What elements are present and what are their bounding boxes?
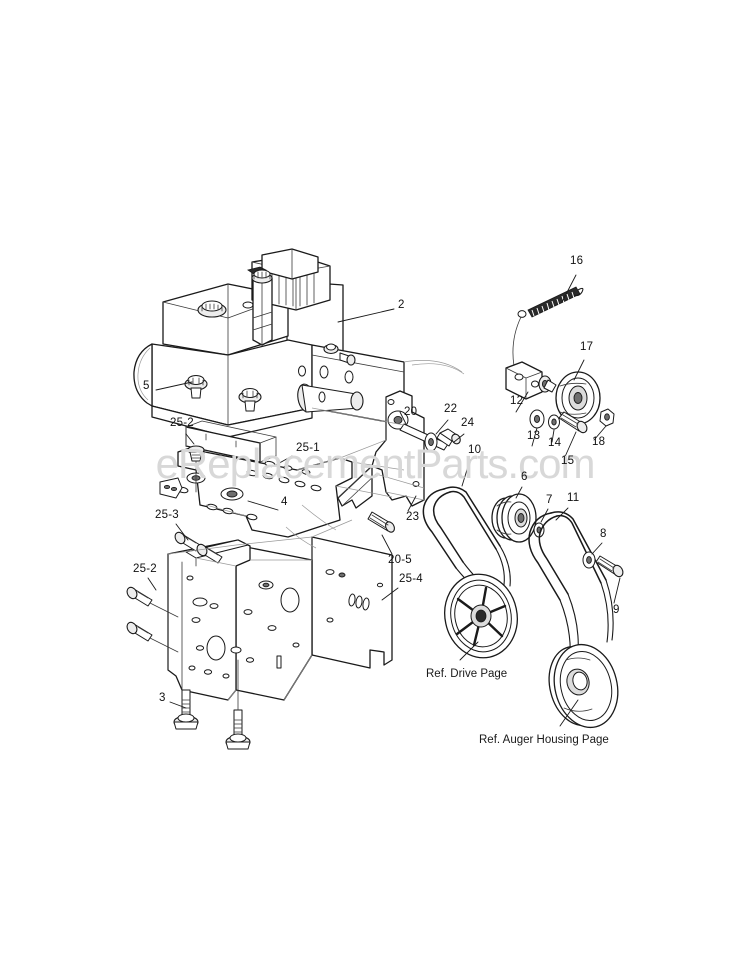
callout-23: 23 <box>406 511 420 523</box>
callout-13: 13 <box>527 430 541 442</box>
callout-25-1: 25-1 <box>296 442 320 454</box>
callout-12: 12 <box>510 395 524 407</box>
callout-8: 8 <box>600 528 607 540</box>
callout-6: 6 <box>521 471 528 483</box>
fastener-22-24 <box>424 428 461 452</box>
callout-3: 3 <box>159 692 166 704</box>
belt-cover-bracket-group <box>337 390 449 509</box>
fastener-20-5 <box>367 511 395 533</box>
callout-25-4: 25-4 <box>399 573 423 585</box>
leader-lines <box>147 274 621 727</box>
ref-drive-page-label: Ref. Drive Page <box>426 668 508 680</box>
callout-25-2-lower: 25-2 <box>133 563 157 575</box>
engine-mount-foot-right <box>238 388 262 412</box>
callout-16: 16 <box>570 255 584 267</box>
callout-25-3: 25-3 <box>155 509 179 521</box>
callout-15: 15 <box>561 455 575 467</box>
fastener-25-2-upper <box>187 445 205 493</box>
mount-plate-holes <box>177 460 322 521</box>
bolt-9 <box>595 555 624 578</box>
drive-belt-10 <box>422 486 511 597</box>
engine-mount-plate-group <box>159 420 353 538</box>
construction-lines <box>167 360 465 701</box>
fastener-3-left <box>173 689 199 730</box>
engine-assembly-group <box>133 248 405 438</box>
drive-pulley-wheel <box>444 573 518 659</box>
callout-18: 18 <box>592 436 606 448</box>
callout-7: 7 <box>546 494 553 506</box>
callout-20: 20 <box>404 406 418 418</box>
callout-2: 2 <box>398 299 405 311</box>
ref-auger-housing-page-label: Ref. Auger Housing Page <box>479 734 609 746</box>
engine-drive-pulley-6 <box>491 493 537 543</box>
idler-bracket-12 <box>505 361 557 400</box>
fastener-25-2-lower-b <box>126 621 179 653</box>
idler-pulley-17 <box>555 371 601 425</box>
fastener-25-2-lower-a <box>126 586 179 618</box>
callout-24: 24 <box>461 417 475 429</box>
fastener-25-3 <box>174 531 223 564</box>
washer-8 <box>582 551 596 569</box>
auger-belt-11 <box>528 511 614 661</box>
nut-18 <box>599 408 615 427</box>
callout-11: 11 <box>567 492 580 504</box>
frame-lower-assembly <box>167 536 393 701</box>
auger-pulley <box>548 643 619 729</box>
callout-5: 5 <box>143 380 150 392</box>
fastener-3-right <box>225 659 251 750</box>
idler-spring <box>512 286 584 395</box>
callout-4: 4 <box>281 496 288 508</box>
engine-output-shaft <box>297 383 364 413</box>
washer-13 <box>529 409 545 429</box>
callout-22: 22 <box>444 403 458 415</box>
washer-14 <box>548 414 560 430</box>
callout-20-5: 20-5 <box>388 554 412 566</box>
bolt-15 <box>558 411 588 434</box>
callout-25-2-upper: 25-2 <box>170 417 194 429</box>
callout-10: 10 <box>468 444 482 456</box>
callout-9: 9 <box>613 604 620 616</box>
callout-14: 14 <box>548 437 562 449</box>
callout-17: 17 <box>580 341 594 353</box>
